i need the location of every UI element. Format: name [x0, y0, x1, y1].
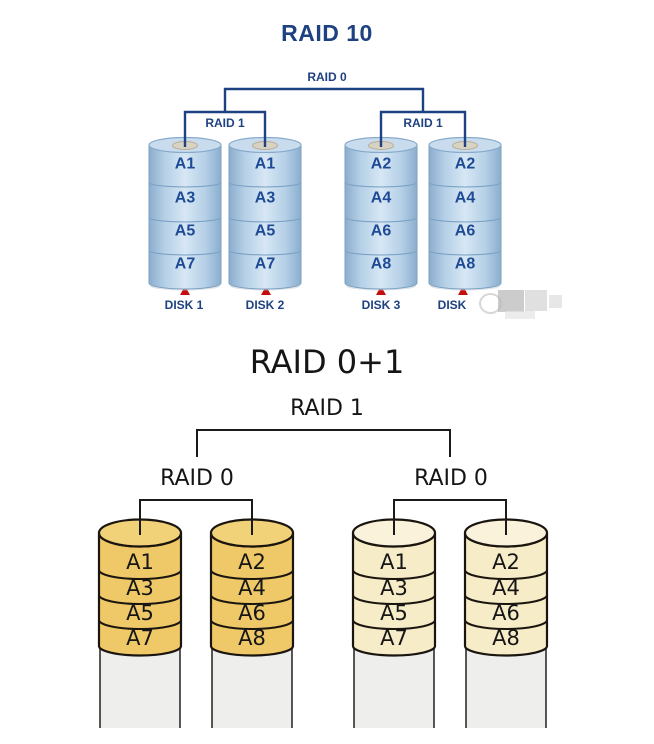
raid0-bracket — [223, 87, 425, 112]
block-label: A5 — [255, 223, 276, 240]
block-label: A5 — [126, 601, 154, 625]
block-label: A4 — [492, 576, 520, 600]
raid0-group-label-right: RAID 0 — [414, 466, 488, 491]
raid1-root-label: RAID 1 — [290, 396, 364, 421]
block-label: A3 — [255, 190, 276, 207]
disk-hub — [172, 141, 198, 150]
disk-hub — [252, 141, 278, 150]
raid0-group-label-left: RAID 0 — [160, 466, 234, 491]
block-label: A6 — [492, 601, 520, 625]
disk-top — [351, 518, 437, 548]
disk-cylinder-8: A2 A4 A6 A8 — [463, 518, 549, 728]
watermark-smudge — [505, 311, 535, 319]
disk-top — [463, 518, 549, 548]
block-label: A2 — [455, 156, 476, 173]
block-label: A7 — [126, 626, 154, 650]
block-label: A6 — [238, 601, 266, 625]
raid1-group-label-left: RAID 1 — [205, 116, 245, 130]
block-label: A6 — [371, 223, 392, 240]
block-label: A3 — [126, 576, 154, 600]
disk-cylinder-3: A2 A4 A6 A8 — [344, 136, 418, 291]
disk-name-1: DISK 1 — [164, 298, 204, 312]
block-label: A4 — [455, 190, 476, 207]
disk-name-2: DISK 2 — [245, 298, 285, 312]
disk-cylinder-4: A2 A4 A6 A8 — [428, 136, 502, 291]
disk-cylinder-5: A1 A3 A5 A7 — [97, 518, 183, 728]
raid0-root-label: RAID 0 — [307, 70, 347, 84]
block-label: A7 — [380, 626, 408, 650]
raid01-title: RAID 0+1 — [249, 343, 405, 381]
block-label: A2 — [371, 156, 392, 173]
disk-cylinder-6: A2 A4 A6 A8 — [209, 518, 295, 728]
disk-name-3: DISK 3 — [361, 298, 401, 312]
block-label: A8 — [238, 626, 266, 650]
watermark-smudge — [525, 290, 547, 311]
block-label: A1 — [175, 156, 196, 173]
disk-cylinder-7: A1 A3 A5 A7 — [351, 518, 437, 728]
block-label: A4 — [238, 576, 266, 600]
watermark-smudge — [549, 295, 562, 308]
disk-pointer-icon — [261, 286, 271, 295]
block-label: A1 — [380, 550, 408, 574]
block-label: A8 — [371, 256, 392, 273]
disk-pointer-icon — [458, 286, 468, 295]
watermark-smudge — [498, 290, 524, 312]
block-label: A8 — [492, 626, 520, 650]
block-label: A5 — [380, 601, 408, 625]
block-label: A4 — [371, 190, 392, 207]
disk-hub — [368, 141, 394, 150]
disk-top — [97, 518, 183, 548]
block-label: A3 — [175, 190, 196, 207]
disk-hub — [452, 141, 478, 150]
block-label: A8 — [455, 256, 476, 273]
block-label: A2 — [238, 550, 266, 574]
block-label: A5 — [175, 223, 196, 240]
block-label: A1 — [126, 550, 154, 574]
block-label: A7 — [255, 256, 276, 273]
disk-top — [209, 518, 295, 548]
disk-cylinder-1: A1 A3 A5 A7 — [148, 136, 222, 291]
raid1-bottom-bracket — [196, 429, 451, 457]
raid1-group-label-right: RAID 1 — [403, 116, 443, 130]
block-label: A2 — [492, 550, 520, 574]
disk-name-4: DISK — [437, 298, 467, 312]
block-label: A1 — [255, 156, 276, 173]
block-label: A6 — [455, 223, 476, 240]
block-label: A7 — [175, 256, 196, 273]
block-label: A3 — [380, 576, 408, 600]
raid10-title: RAID 10 — [281, 20, 373, 46]
disk-cylinder-2: A1 A3 A5 A7 — [228, 136, 302, 291]
